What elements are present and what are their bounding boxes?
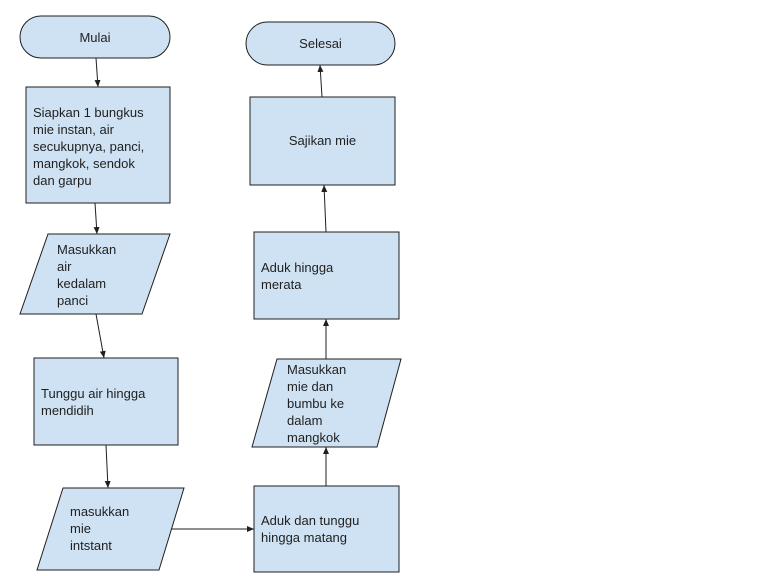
arrow-tunggu-air-to-masukkan-mie: [104, 444, 111, 489]
start-label: Mulai: [79, 30, 111, 45]
arrow-siapkan-to-masukkan-air: [93, 202, 100, 235]
process-prepare-shape: [25, 86, 171, 204]
process-stir-wait-shape: [253, 485, 400, 573]
input-bowl-label: Masukkan mie dan bumbu ke dalam mangkok: [287, 362, 347, 445]
process-stir-even-shape: [253, 231, 400, 320]
arrow-masukkan-air-to-tunggu-air: [95, 313, 106, 359]
terminal-start-shape: [19, 15, 171, 59]
input-noodle-shape: [36, 487, 185, 571]
input-water-shape: [19, 233, 171, 315]
boil-label: Tunggu air hingga mendidih: [41, 386, 146, 418]
arrow-sajikan-to-selesai: [317, 64, 324, 98]
stir-even-label: Aduk hingga merata: [261, 260, 334, 292]
arrow-mulai-to-siapkan: [94, 57, 101, 88]
input-bowl-shape: [251, 358, 402, 448]
prepare-label: Siapkan 1 bungkus mie instan, air secuku…: [33, 105, 145, 188]
input-water-label: Masukkan air kedalam panci: [57, 242, 117, 308]
input-noodle-label: masukkan mie intstant: [70, 504, 130, 553]
serve-label: Sajikan mie: [288, 133, 357, 148]
arrow-aduk-merata-to-sajikan: [321, 184, 328, 233]
terminal-end-shape: [245, 21, 396, 66]
end-label: Selesai: [299, 36, 342, 51]
process-boil-shape: [33, 357, 179, 446]
stir-wait-label: Aduk dan tunggu hingga matang: [261, 513, 360, 545]
process-serve-shape: [249, 96, 396, 186]
connectors: [93, 57, 329, 532]
shapes: [19, 15, 402, 573]
